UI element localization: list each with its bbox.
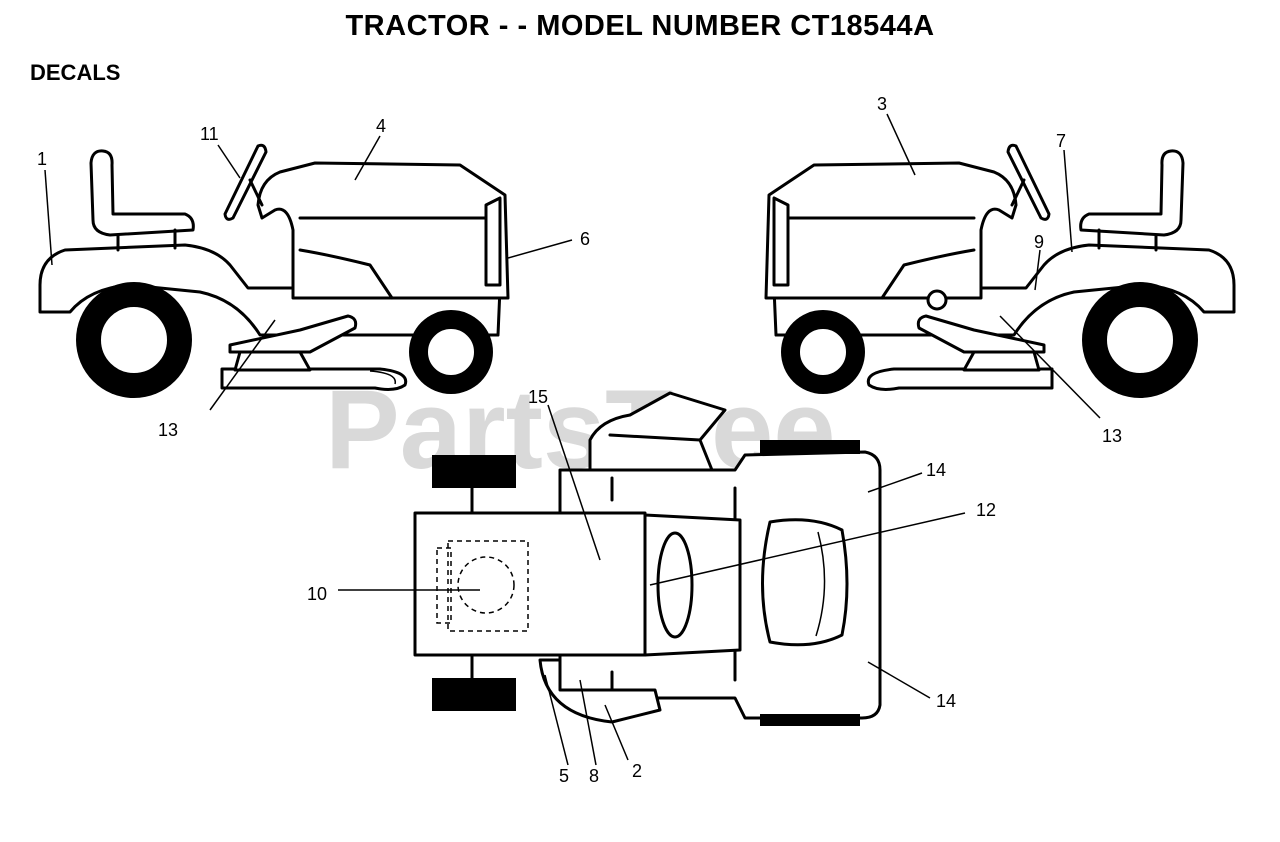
callout-14-bottom: 14 [936,691,956,711]
callout-7: 7 [1056,131,1066,151]
callout-8: 8 [589,766,599,786]
callout-6: 6 [580,229,590,249]
callout-13-right: 13 [1102,426,1122,446]
callout-3: 3 [877,94,887,114]
callout-4: 4 [376,116,386,136]
callout-1: 1 [37,149,47,169]
callout-12: 12 [976,500,996,520]
section-label: DECALS [30,60,121,85]
tractor-top-view [413,391,882,726]
callout-14-top: 14 [926,460,946,480]
callout-numbers: 1 11 4 6 13 3 7 9 13 15 14 12 10 14 5 8 … [37,94,1122,786]
callout-5: 5 [559,766,569,786]
tractor-right-side-view [764,143,1236,398]
callout-13-left: 13 [158,420,178,440]
callout-9: 9 [1034,232,1044,252]
callout-2: 2 [632,761,642,781]
callout-11: 11 [200,124,219,144]
callout-15: 15 [528,387,548,407]
page-title: TRACTOR - - MODEL NUMBER CT18544A [345,10,935,42]
callout-leaders [44,113,1101,766]
callout-10: 10 [307,584,327,604]
tractor-left-side-view [38,143,510,398]
